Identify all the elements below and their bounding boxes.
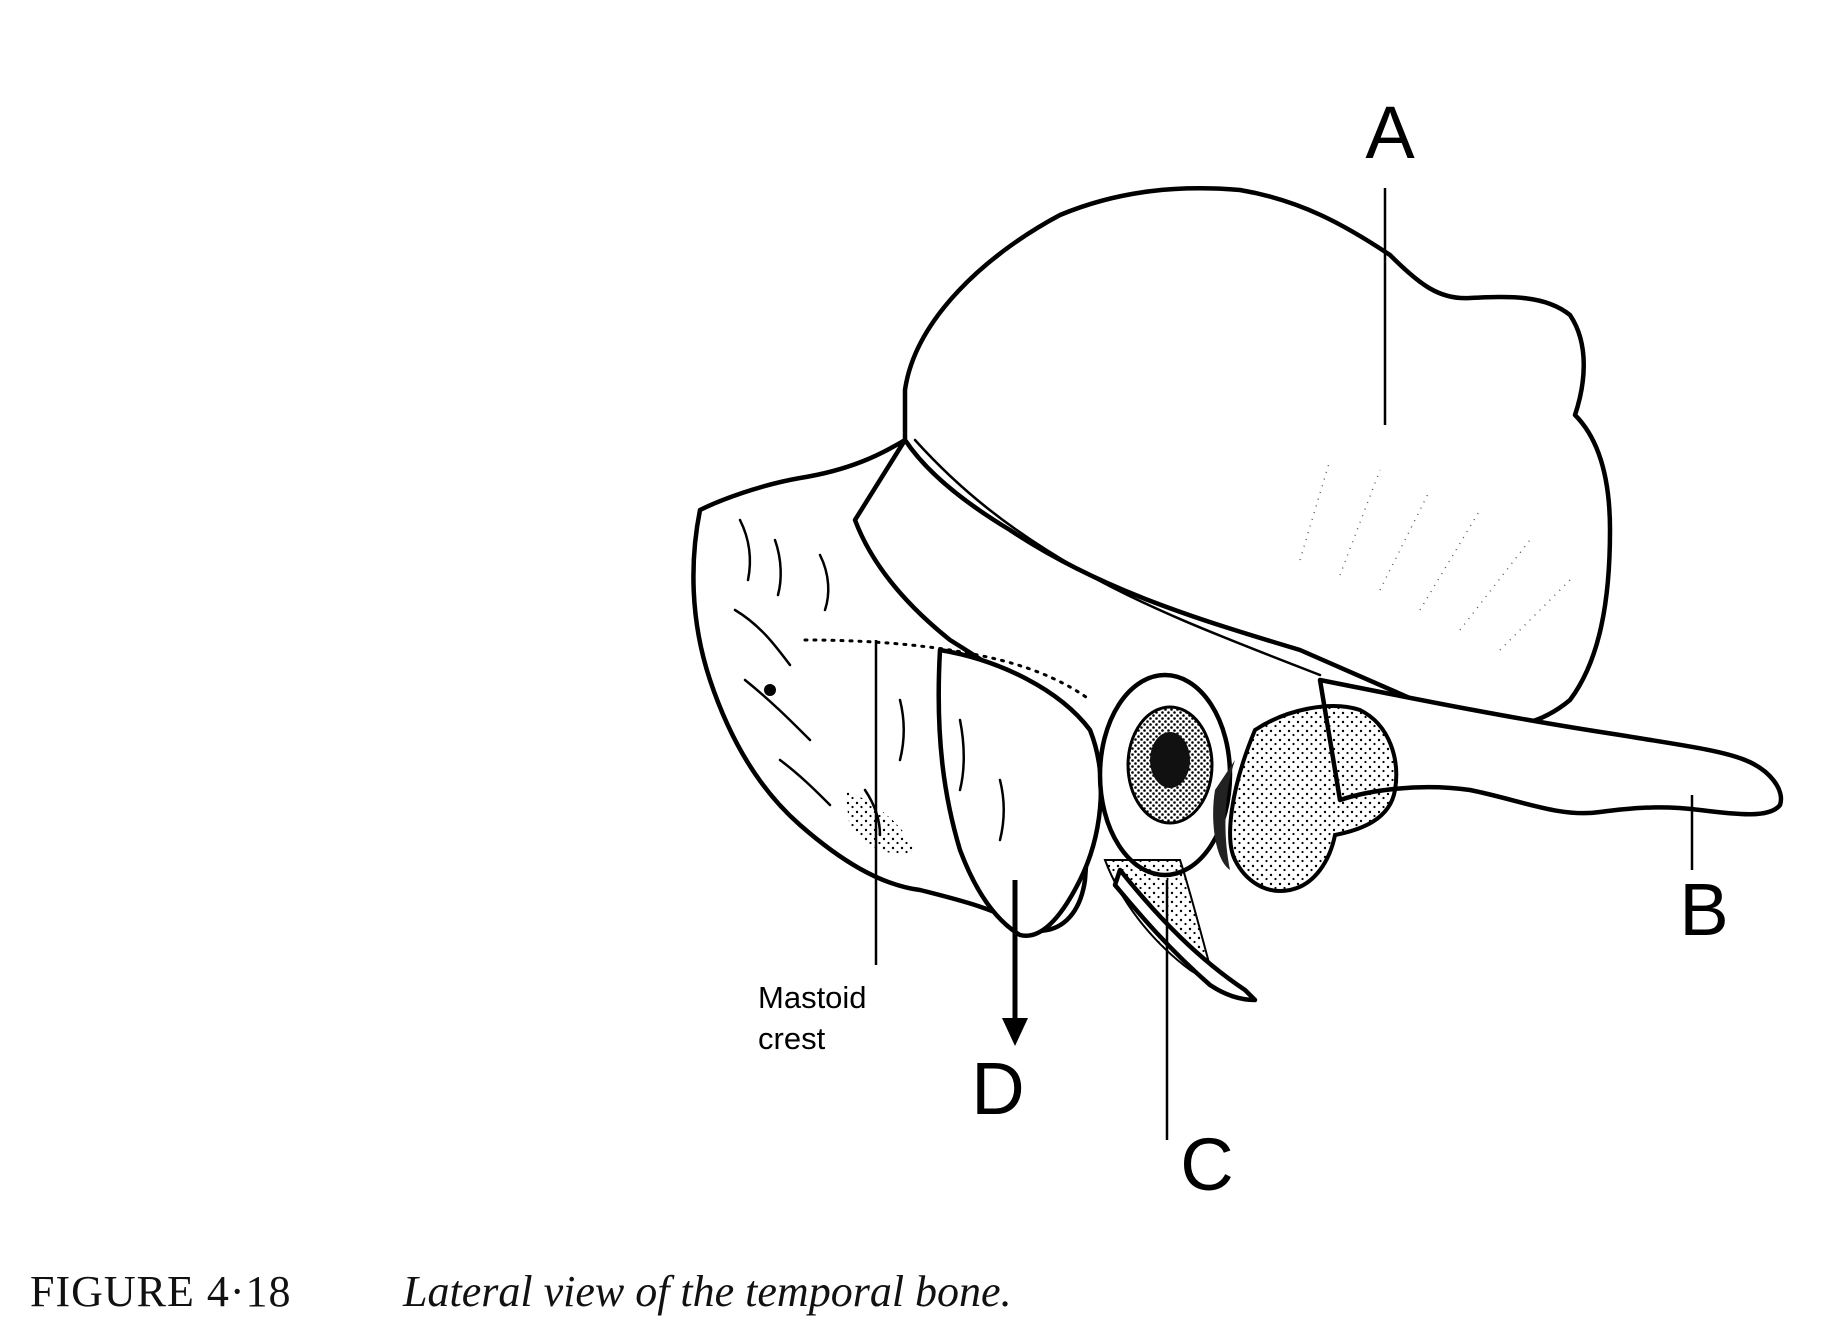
caption-number: FIGURE 4·18 [30,1267,292,1316]
squamous-striations [1299,459,1571,651]
mandibular-fossa [1228,704,1399,893]
temporal-bone-drawing [691,186,1784,1003]
label-a: A [1365,91,1415,174]
leader-lines [874,188,1694,1140]
squamous-part [902,186,1613,730]
label-c: C [1180,1123,1233,1206]
labels: A B C D Mastoid crest [758,91,1729,1206]
label-mastoid-crest-line1: Mastoid [758,980,867,1015]
supramastoid-crest-line [913,438,1322,677]
mastoid-tip-stipple [845,790,915,854]
caption-text: Lateral view of the temporal bone. [402,1267,1012,1316]
meatus-shadow [1150,732,1190,788]
arrow-d-head [1002,1018,1028,1046]
label-mastoid-crest-line2: crest [758,1021,826,1056]
figure-caption: FIGURE 4·18 Lateral view of the temporal… [30,1267,1012,1316]
label-d: D [971,1047,1024,1130]
postglenoid-process [1213,760,1235,870]
mastoid-texture [733,518,1005,842]
styloid-process [1112,867,1258,1003]
zygomatic-process [1317,677,1784,817]
label-b: B [1679,868,1728,951]
mastoid-process [936,647,1104,938]
mastoid-crest-line [803,638,1092,702]
